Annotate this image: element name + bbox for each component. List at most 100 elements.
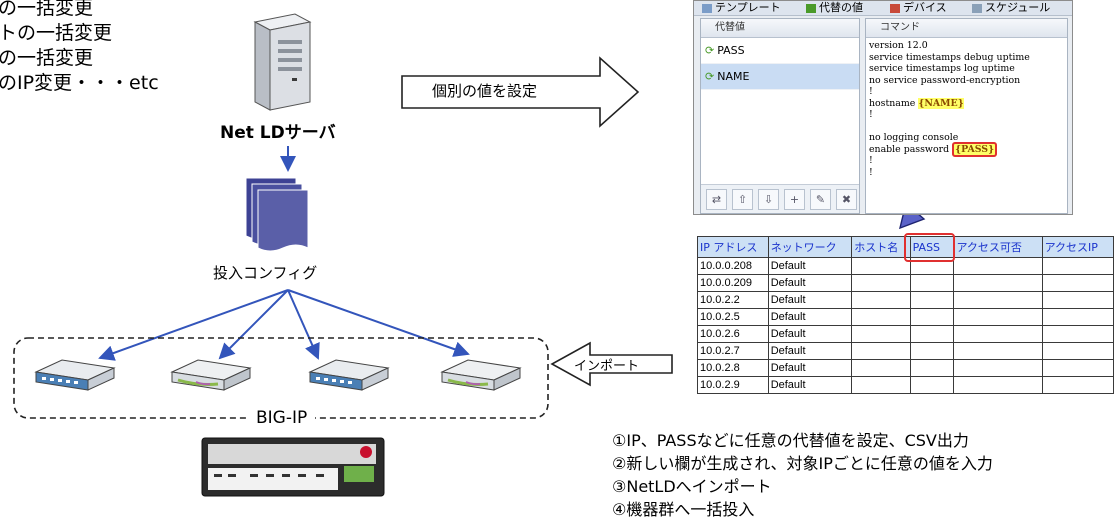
table-cell[interactable]: Default [767,274,853,292]
table-cell[interactable] [953,359,1043,377]
table-cell[interactable]: Default [767,257,853,275]
command-column-header: コマンド [866,19,1067,38]
tab-substitution-values[interactable]: 代替の値 [806,0,863,15]
command-text: service timestamps debug uptime [869,51,1030,63]
table-cell[interactable] [953,376,1043,394]
table-cell[interactable] [1041,308,1114,326]
table-cell[interactable] [851,359,911,377]
set-values-label: 個別の値を設定 [432,82,538,100]
server-icon [253,13,312,111]
table-cell[interactable]: 10.0.2.9 [697,376,769,394]
table-cell[interactable] [851,274,911,292]
schedule-icon [972,3,982,13]
table-cell[interactable] [851,342,911,360]
table-cell[interactable] [953,257,1043,275]
table-cell[interactable] [1041,325,1114,343]
table-cell[interactable]: Default [767,342,853,360]
table-cell[interactable] [909,376,955,394]
editor-tabs: テンプレート 代替の値 デバイス スケジュール [694,1,1072,16]
table-cell[interactable]: 10.0.2.7 [697,342,769,360]
table-cell[interactable]: 10.0.0.208 [697,257,769,275]
table-header-cell: アクセス可否 [953,236,1043,258]
table-cell[interactable] [851,325,911,343]
pass-column-highlight [904,233,955,262]
command-text: ! [869,166,873,178]
table-cell[interactable] [1041,359,1114,377]
table-cell[interactable]: Default [767,291,853,309]
table-cell[interactable]: 10.0.2.5 [697,308,769,326]
table-cell[interactable]: 10.0.2.6 [697,325,769,343]
command-text: ! [869,155,873,166]
add-icon[interactable]: + [784,189,805,210]
table-cell[interactable] [909,274,955,292]
command-line: service timestamps debug uptime [869,52,1064,64]
command-line [869,121,1064,133]
switch-icon [308,359,390,391]
change-list-item: トの一括変更 [0,22,113,44]
table-cell[interactable] [909,308,955,326]
command-line: ! [869,109,1064,121]
command-line: service timestamps log uptime [869,63,1064,75]
table-cell[interactable]: 10.0.2.2 [697,291,769,309]
tab-devices[interactable]: デバイス [890,0,947,15]
command-text: no service password-encryption [869,74,1021,86]
big-ip-appliance-icon [201,437,385,497]
command-text: hostname [869,97,919,109]
delete-icon[interactable]: ✖ [836,189,857,210]
table-cell[interactable] [851,376,911,394]
table-cell[interactable] [909,291,955,309]
table-cell[interactable] [953,291,1043,309]
table-cell[interactable] [909,359,955,377]
table-cell[interactable] [851,291,911,309]
table-cell[interactable] [1041,291,1114,309]
switch-icon [440,359,522,391]
table-cell[interactable] [953,274,1043,292]
tab-label: スケジュール [985,1,1051,14]
table-cell[interactable] [851,257,911,275]
move-up-icon[interactable]: ⇧ [732,189,753,210]
table-cell[interactable] [953,325,1043,343]
command-line: enable password {PASS} [869,141,1064,157]
table-cell[interactable] [909,325,955,343]
table-cell[interactable]: Default [767,359,853,377]
change-list: の一括変更 トの一括変更 の一括変更 のIP変更・・・etc [0,0,159,96]
table-cell[interactable]: Default [767,308,853,326]
table-cell[interactable]: Default [767,376,853,394]
switch-icon [34,359,116,391]
set-values-arrow [401,56,640,128]
table-cell[interactable] [851,308,911,326]
tab-template[interactable]: テンプレート [702,0,781,15]
step-item: ③NetLDへインポート [612,477,772,496]
table-cell[interactable] [909,342,955,360]
table-cell[interactable] [1041,257,1114,275]
table-cell[interactable]: Default [767,325,853,343]
table-cell[interactable]: 10.0.0.209 [697,274,769,292]
table-cell[interactable] [953,308,1043,326]
variable-toolbar: ⇄⇧⇩+✎✖ [701,184,859,213]
template-icon [702,3,712,13]
variable-item-pass[interactable]: ⟳PASS [701,38,859,64]
table-cell[interactable] [1041,376,1114,394]
table-cell[interactable] [1041,274,1114,292]
command-text: ! [869,109,873,120]
command-line: ! [869,155,1064,167]
command-line: no logging console [869,132,1064,144]
move-down-icon[interactable]: ⇩ [758,189,779,210]
table-cell[interactable]: 10.0.2.8 [697,359,769,377]
table-cell[interactable] [1041,342,1114,360]
change-list-item: のIP変更・・・etc [0,72,159,94]
config-label: 投入コンフィグ [213,264,318,282]
tab-schedule[interactable]: スケジュール [972,0,1050,15]
variable-item-name[interactable]: ⟳NAME [701,64,859,90]
import-icon[interactable]: ⇄ [706,189,727,210]
table-cell[interactable] [953,342,1043,360]
edit-icon[interactable]: ✎ [810,189,831,210]
tab-label: テンプレート [715,1,781,14]
command-text: no logging console [869,132,959,143]
